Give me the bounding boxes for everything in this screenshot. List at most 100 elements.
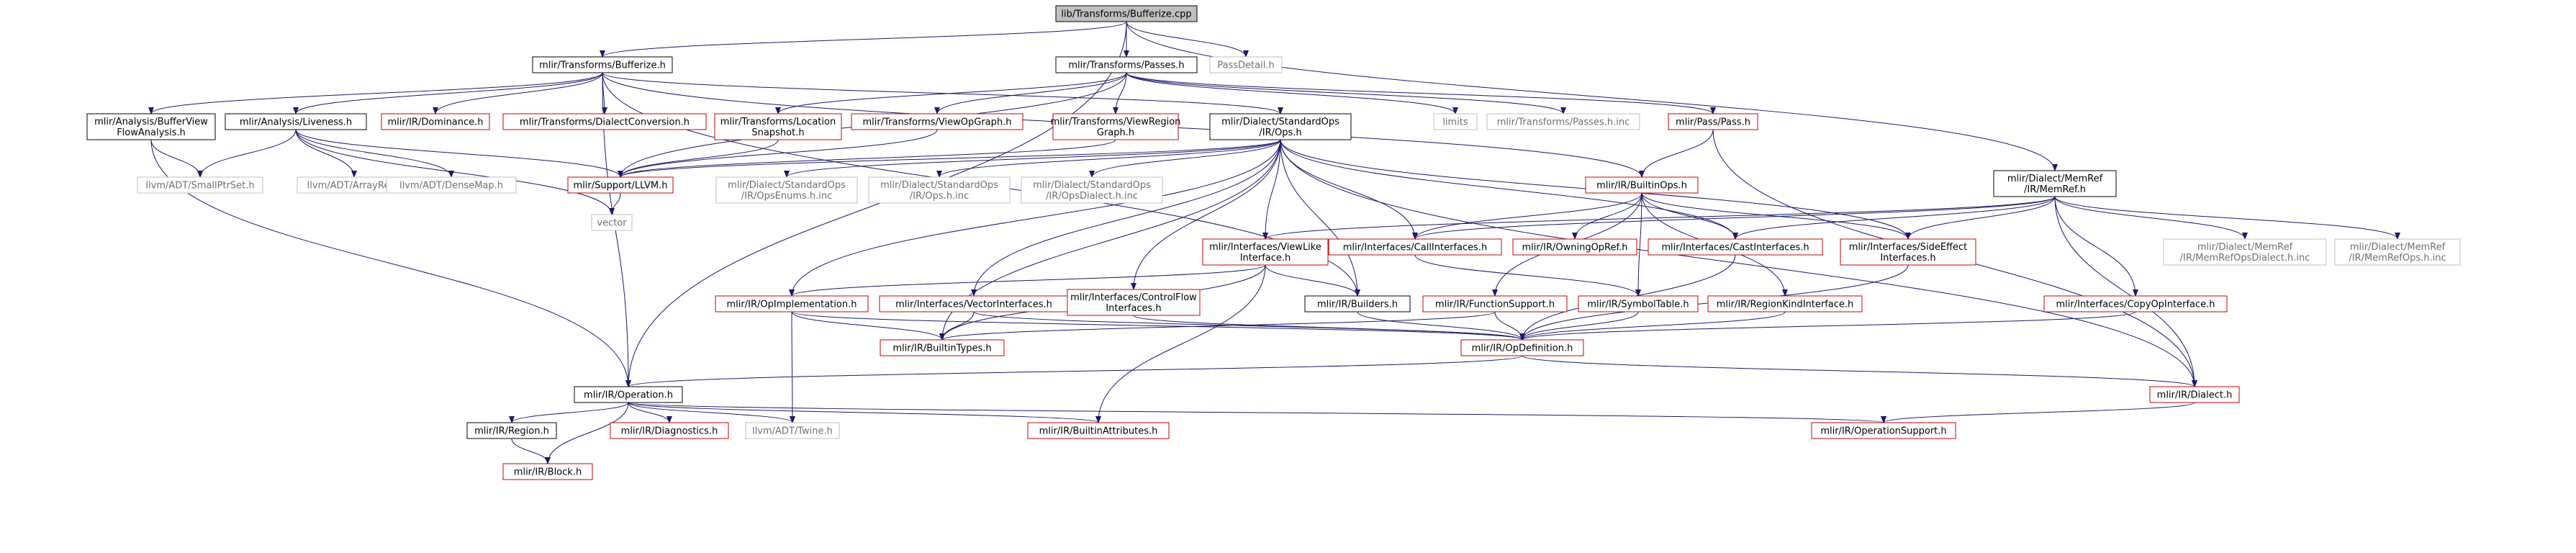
node-liveness-h[interactable]: mlir/Analysis/Liveness.h bbox=[225, 113, 367, 130]
node-label: Graph.h bbox=[1097, 127, 1134, 138]
node-box bbox=[1209, 56, 1283, 73]
node-label: mlir/Dialect/MemRef bbox=[2007, 174, 2103, 184]
node-builtin-attributes-h[interactable]: mlir/IR/BuiltinAttributes.h bbox=[1027, 422, 1170, 439]
node-box bbox=[1578, 295, 1699, 313]
node-dialect-conversion-h[interactable]: mlir/Transforms/DialectConversion.h bbox=[502, 113, 707, 130]
node-label: llvm/ADT/DenseMap.h bbox=[399, 181, 503, 192]
edge-liveness_h-to-support_llvm_h bbox=[295, 129, 623, 178]
node-dialect-h[interactable]: mlir/IR/Dialect.h bbox=[2149, 386, 2240, 403]
node-label: mlir/IR/Region.h bbox=[474, 426, 549, 437]
node-call-interfaces-h[interactable]: mlir/Interfaces/CallInterfaces.h bbox=[1328, 238, 1502, 256]
node-copy-op-interface-h[interactable]: mlir/Interfaces/CopyOpInterface.h bbox=[2043, 295, 2228, 313]
edge-region_kind_interface_h-to-op_definition_h bbox=[1519, 311, 1786, 341]
edge-view_op_graph_h-to-support_llvm_h bbox=[618, 129, 938, 178]
node-label: llvm/ADT/SmallPtrSet.h bbox=[145, 181, 254, 192]
node-support-llvm-h[interactable]: mlir/Support/LLVM.h bbox=[567, 176, 674, 194]
node-standard-ops-h[interactable]: mlir/Dialect/StandardOps/IR/Ops.h bbox=[1209, 113, 1352, 140]
edge-standard_ops_h-to-cast_interfaces_h bbox=[1280, 139, 1738, 240]
node-box bbox=[502, 113, 707, 130]
node-box bbox=[1668, 113, 1758, 130]
node-builders-h[interactable]: mlir/IR/Builders.h bbox=[1304, 295, 1411, 313]
node-ops-dialect-inc: mlir/Dialect/StandardOps/IR/OpsDialect.h… bbox=[1021, 176, 1163, 204]
node-operation-h[interactable]: mlir/IR/Operation.h bbox=[574, 386, 683, 403]
edge-buffer_view_flow-to-operation_h bbox=[150, 139, 631, 387]
node-label: /IR/OpsDialect.h.inc bbox=[1046, 191, 1138, 202]
edge-standard_ops_h-to-op_implementation_h bbox=[789, 139, 1281, 297]
node-cast-interfaces-h[interactable]: mlir/Interfaces/CastInterfaces.h bbox=[1648, 238, 1823, 256]
edge-passes_h-to-location_snapshot_h bbox=[775, 72, 1127, 114]
edge-operation_h-to-region_h bbox=[509, 402, 629, 423]
node-box bbox=[715, 295, 869, 313]
edge-bufferize_h-to-liveness_h bbox=[293, 72, 603, 114]
node-builtin-ops-h[interactable]: mlir/IR/BuiltinOps.h bbox=[1585, 176, 1699, 194]
node-operation-support-h[interactable]: mlir/IR/OperationSupport.h bbox=[1811, 422, 1956, 439]
node-memref-h[interactable]: mlir/Dialect/MemRef/IR/MemRef.h bbox=[1993, 170, 2117, 197]
node-block-h[interactable]: mlir/IR/Block.h bbox=[502, 463, 593, 480]
node-diagnostics-h[interactable]: mlir/IR/Diagnostics.h bbox=[610, 422, 729, 439]
node-box bbox=[1052, 113, 1179, 140]
node-box bbox=[86, 113, 216, 140]
edge-view_like_interface_h-to-op_implementation_h bbox=[789, 264, 1266, 297]
node-op-implementation-h[interactable]: mlir/IR/OpImplementation.h bbox=[715, 295, 869, 313]
edge-builtin_ops_h-to-cast_interfaces_h bbox=[1641, 192, 1738, 240]
node-symbol-table-h[interactable]: mlir/IR/SymbolTable.h bbox=[1578, 295, 1699, 313]
edge-liveness_h-to-dense_map bbox=[295, 129, 454, 178]
edge-call_interfaces_h-to-symbol_table_h bbox=[1414, 254, 1641, 297]
edge-standard_ops_h-to-view_like_interface_h bbox=[1262, 139, 1281, 240]
node-vector-interfaces-h[interactable]: mlir/Interfaces/VectorInterfaces.h bbox=[879, 295, 1069, 313]
node-dominance-h[interactable]: mlir/IR/Dominance.h bbox=[381, 113, 490, 130]
edge-builtin_ops_h-to-owning_op_ref_h bbox=[1572, 192, 1642, 240]
node-pass-h[interactable]: mlir/Pass/Pass.h bbox=[1668, 113, 1758, 130]
node-passes-h[interactable]: mlir/Transforms/Passes.h bbox=[1055, 56, 1198, 73]
node-label: mlir/IR/Dialect.h bbox=[2157, 390, 2233, 401]
node-box bbox=[1304, 295, 1411, 313]
node-label: mlir/Interfaces/SideEffect bbox=[1849, 242, 1968, 253]
node-box bbox=[1027, 422, 1170, 439]
node-function-support-h[interactable]: mlir/IR/FunctionSupport.h bbox=[1422, 295, 1568, 313]
node-label: mlir/IR/SymbolTable.h bbox=[1587, 300, 1689, 310]
edge-vector_interfaces_h-to-builtin_types_h bbox=[939, 311, 975, 341]
edge-standard_ops_h-to-ops_dialect_inc bbox=[1089, 139, 1281, 178]
node-label: mlir/IR/Block.h bbox=[514, 467, 582, 478]
node-box bbox=[1811, 422, 1956, 439]
node-view-op-graph-h[interactable]: mlir/Transforms/ViewOpGraph.h bbox=[851, 113, 1023, 130]
node-op-definition-h[interactable]: mlir/IR/OpDefinition.h bbox=[1460, 339, 1584, 356]
edge-symbol_table_h-to-op_definition_h bbox=[1519, 311, 1639, 341]
node-bufferize-h[interactable]: mlir/Transforms/Bufferize.h bbox=[532, 56, 673, 73]
node-box bbox=[868, 176, 1011, 204]
node-label: mlir/Transforms/ViewRegion bbox=[1051, 117, 1181, 127]
node-label: /IR/OpsEnums.h.inc bbox=[741, 191, 833, 202]
node-box bbox=[1209, 113, 1352, 140]
node-box bbox=[714, 113, 842, 140]
node-root[interactable]: lib/Transforms/Bufferize.cpp bbox=[1055, 5, 1198, 22]
node-label: mlir/IR/BuiltinAttributes.h bbox=[1039, 426, 1158, 437]
edge-passes_h-to-view_region_graph_h bbox=[1113, 72, 1127, 114]
edge-builtin_ops_h-to-symbol_table_h bbox=[1635, 192, 1642, 297]
node-label: mlir/Dialect/StandardOps bbox=[1033, 180, 1151, 191]
edge-standard_ops_h-to-ops_h_inc bbox=[936, 139, 1281, 178]
node-label: Interfaces.h bbox=[1880, 253, 1935, 264]
edge-view_like_interface_h-to-builtin_attributes_h bbox=[1095, 264, 1266, 423]
node-label: mlir/IR/OpDefinition.h bbox=[1472, 343, 1573, 354]
node-builtin-types-h[interactable]: mlir/IR/BuiltinTypes.h bbox=[880, 339, 1005, 356]
node-label: mlir/IR/BuiltinTypes.h bbox=[892, 343, 991, 354]
node-owning-op-ref-h[interactable]: mlir/IR/OwningOpRef.h bbox=[1512, 238, 1637, 256]
node-label: llvm/ADT/Twine.h bbox=[752, 426, 833, 437]
edge-operation_h-to-diagnostics_h bbox=[628, 402, 672, 423]
node-box bbox=[1993, 170, 2117, 197]
node-label: mlir/Interfaces/VectorInterfaces.h bbox=[895, 300, 1052, 310]
node-label: mlir/IR/OperationSupport.h bbox=[1820, 426, 1946, 437]
node-box bbox=[1840, 238, 1976, 266]
node-region-kind-interface-h[interactable]: mlir/IR/RegionKindInterface.h bbox=[1707, 295, 1863, 313]
node-region-h[interactable]: mlir/IR/Region.h bbox=[466, 422, 557, 439]
node-label: mlir/Dialect/MemRef bbox=[2350, 242, 2446, 253]
node-box bbox=[532, 56, 673, 73]
edge-standard_ops_h-to-ops_enums_inc bbox=[784, 139, 1281, 178]
